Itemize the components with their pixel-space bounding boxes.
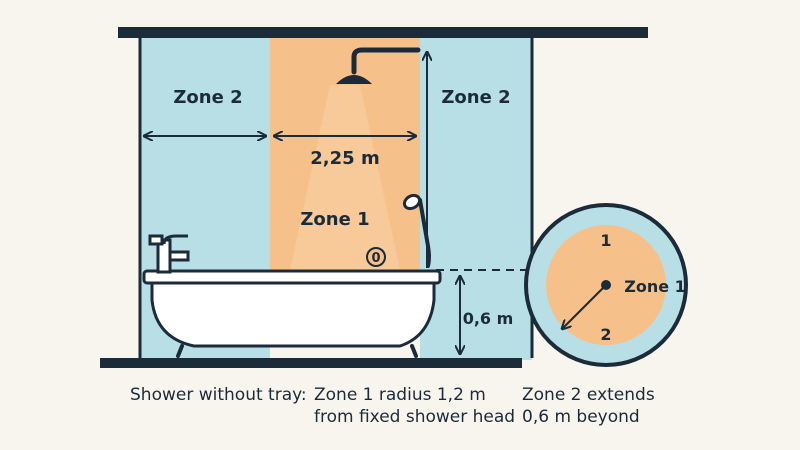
- bathtub: [142, 269, 442, 358]
- plan-view-circle: [524, 203, 688, 367]
- hand-shower-icon: [402, 193, 431, 268]
- caption-zone2-line1: Zone 2 extends: [522, 385, 655, 405]
- zone2-right-label: Zone 2: [441, 87, 510, 108]
- zone2-left-label: Zone 2: [173, 87, 242, 108]
- circle-ring1-label: 1: [600, 231, 611, 250]
- faucet-icon: [148, 234, 190, 274]
- caption-shower-label: Shower without tray:: [130, 385, 307, 405]
- caption-zone1-line2: from fixed shower head: [314, 407, 516, 427]
- zone1-label: Zone 1: [300, 209, 369, 230]
- caption-zone2: Zone 2 extends 0,6 m beyond: [522, 384, 655, 428]
- circle-zone1-label: Zone 1: [624, 277, 686, 296]
- shower-spray: [290, 85, 400, 270]
- tub-height-label: 0,6 m: [463, 309, 514, 328]
- caption-zone1: Zone 1 radius 1,2 m from fixed shower he…: [314, 384, 515, 428]
- floor: [100, 358, 522, 368]
- circle-ring2-label: 2: [600, 325, 611, 344]
- caption-zone1-line1: Zone 1 radius 1,2 m: [314, 385, 486, 405]
- zone2-right-area: [420, 38, 532, 360]
- zone0-marker: [366, 247, 386, 267]
- caption-zone2-line2: 0,6 m beyond: [522, 407, 640, 427]
- ceiling: [118, 27, 648, 38]
- radius-arrow: [562, 284, 607, 329]
- shower-head-icon: [336, 47, 421, 84]
- zone0-label: 0: [371, 251, 380, 266]
- height-label: 2,25 m: [310, 148, 379, 169]
